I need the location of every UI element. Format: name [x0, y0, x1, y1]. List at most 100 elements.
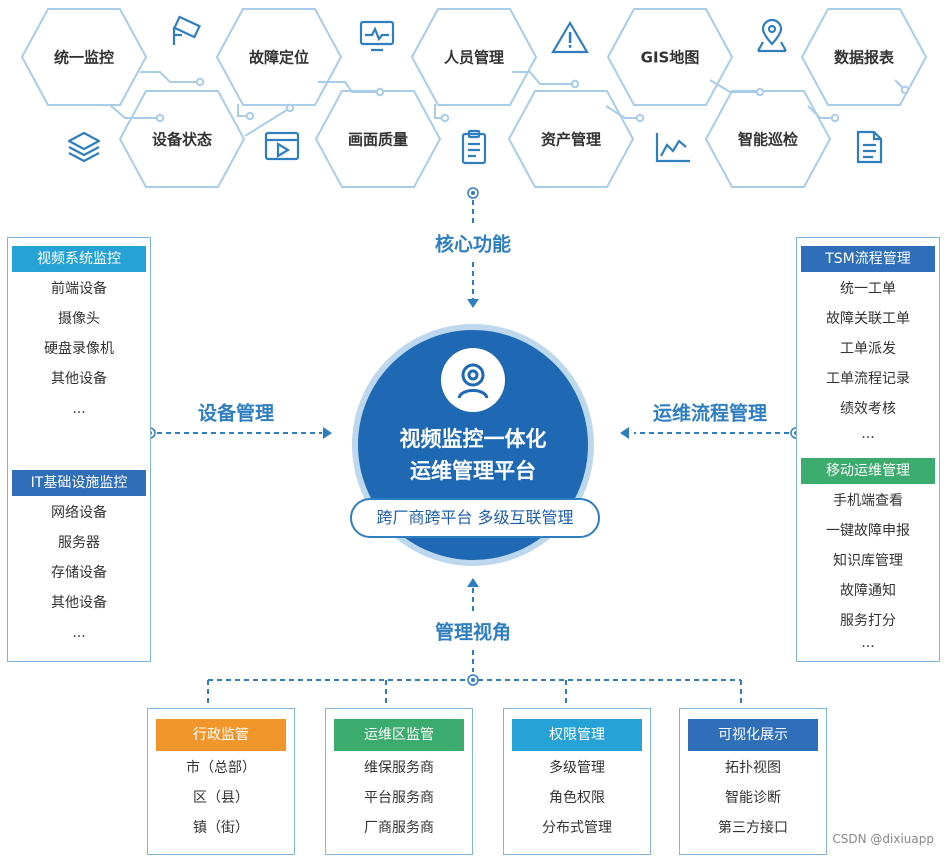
list-item[interactable]: 网络设备 [51, 505, 107, 521]
mobile-ops-group: 移动运维管理 手机端查看 一键故障申报 知识库管理 故障通知 服务打分 ... [801, 458, 935, 656]
list-item[interactable]: 存储设备 [51, 565, 107, 581]
management-view-label: 管理视角 [434, 621, 512, 644]
list-item[interactable]: 故障通知 [840, 583, 896, 599]
connector-line [244, 107, 291, 137]
list-item[interactable]: 绩效考核 [840, 401, 896, 417]
connector-line [318, 81, 380, 93]
list-item[interactable]: 工单派发 [840, 341, 896, 357]
platform-title-line2: 运维管理平台 [410, 459, 536, 483]
monitor-icon [359, 20, 395, 52]
ops-process-label: 运维流程管理 [652, 402, 768, 425]
layers-icon [67, 131, 101, 163]
list-item[interactable]: 其他设备 [51, 371, 107, 387]
core-functions-label: 核心功能 [434, 233, 512, 256]
list-item[interactable]: 故障关联工单 [826, 311, 910, 327]
connector-node [755, 87, 765, 97]
clipboard-icon [461, 129, 487, 165]
visualization-box: 可视化展示 拓扑视图 智能诊断 第三方接口 [679, 708, 827, 855]
hexagon [118, 90, 246, 188]
list-item[interactable]: 区（县） [193, 790, 249, 806]
hexagon [507, 90, 635, 188]
hex-label-gis-map[interactable]: GIS地图 [640, 48, 700, 67]
connector-line [109, 104, 160, 119]
list-item[interactable]: 拓扑视图 [725, 760, 781, 776]
ops-zone-supervision-header[interactable]: 运维区监管 [334, 719, 464, 751]
connector-node [285, 103, 295, 113]
video-monitoring-group: 视频系统监控 前端设备 摄像头 硬盘录像机 其他设备 ... [12, 246, 146, 424]
location-pin-icon [757, 18, 787, 53]
permission-mgmt-header[interactable]: 权限管理 [512, 719, 642, 751]
connector-node [195, 77, 205, 87]
right-panel: TSM流程管理 统一工单 故障关联工单 工单派发 工单流程记录 绩效考核 ...… [796, 237, 940, 662]
hex-label-device-status[interactable]: 设备状态 [151, 130, 213, 149]
platform-title: 视频监控一体化 运维管理平台 [400, 423, 547, 487]
hex-label-data-report[interactable]: 数据报表 [833, 48, 895, 67]
list-item[interactable]: 智能诊断 [725, 790, 781, 806]
list-item[interactable]: 摄像头 [58, 311, 100, 327]
connector-line [605, 105, 640, 119]
it-infra-group: IT基础设施监控 网络设备 服务器 存储设备 其他设备 ... [12, 470, 146, 648]
device-management-label: 设备管理 [197, 402, 275, 425]
circuit-connectors [109, 71, 910, 137]
visualization-header[interactable]: 可视化展示 [688, 719, 818, 751]
list-item[interactable]: 厂商服务商 [364, 820, 434, 836]
webcam-user-icon [457, 363, 489, 399]
video-monitoring-header[interactable]: 视频系统监控 [12, 246, 146, 272]
tsm-process-header[interactable]: TSM流程管理 [801, 246, 935, 272]
list-item[interactable]: 服务打分 [840, 613, 896, 629]
list-item[interactable]: 硬盘录像机 [44, 341, 114, 357]
left-panel: 视频系统监控 前端设备 摄像头 硬盘录像机 其他设备 ... IT基础设施监控 … [7, 237, 151, 662]
list-item[interactable]: 第三方接口 [718, 820, 788, 836]
connector-line [709, 79, 760, 93]
document-icon [856, 130, 883, 164]
connector-node [375, 87, 385, 97]
warning-icon [551, 20, 589, 54]
video-player-icon [264, 131, 300, 161]
admin-supervision-header[interactable]: 行政监管 [156, 719, 286, 751]
it-infra-header[interactable]: IT基础设施监控 [12, 470, 146, 496]
hex-label-fault-location[interactable]: 故障定位 [248, 48, 310, 67]
list-item[interactable]: 一键故障申报 [826, 523, 910, 539]
connector-node [440, 113, 450, 123]
list-item[interactable]: 市（总部） [186, 760, 256, 776]
ops-zone-supervision-box: 运维区监管 维保服务商 平台服务商 厂商服务商 [325, 708, 473, 855]
connector-node [570, 79, 580, 89]
connector-line [140, 71, 200, 83]
list-item[interactable]: 其他设备 [51, 595, 107, 611]
list-item[interactable]: 手机端查看 [833, 493, 903, 509]
list-item: ... [72, 625, 86, 641]
list-item[interactable]: 角色权限 [549, 790, 605, 806]
list-item[interactable]: 平台服务商 [364, 790, 434, 806]
camera-icon [172, 15, 201, 45]
list-item: ... [861, 635, 875, 651]
hexagon [606, 8, 734, 106]
list-item[interactable]: 工单流程记录 [826, 371, 910, 387]
core-source-node-dot [471, 191, 475, 195]
hexagon [410, 8, 538, 106]
hexagon [20, 8, 148, 106]
hex-label-asset-mgmt[interactable]: 资产管理 [540, 130, 602, 149]
connector-node [900, 85, 910, 95]
mgmt-arrow-head [467, 578, 479, 587]
hex-label-personnel[interactable]: 人员管理 [443, 48, 505, 67]
platform-subtitle-pill: 跨厂商跨平台 多级互联管理 [350, 498, 600, 538]
list-item[interactable]: 服务器 [58, 535, 100, 551]
list-item[interactable]: 前端设备 [51, 281, 107, 297]
tsm-process-group: TSM流程管理 统一工单 故障关联工单 工单派发 工单流程记录 绩效考核 ... [801, 246, 935, 448]
list-item[interactable]: 维保服务商 [364, 760, 434, 776]
hex-label-image-quality[interactable]: 画面质量 [347, 130, 409, 149]
hex-label-unified-monitoring[interactable]: 统一监控 [53, 48, 115, 67]
list-item[interactable]: 多级管理 [549, 760, 605, 776]
device-arrow-head [323, 427, 332, 439]
line-chart-icon [655, 133, 690, 163]
list-item[interactable]: 知识库管理 [833, 553, 903, 569]
mobile-ops-header[interactable]: 移动运维管理 [801, 458, 935, 484]
connector-node [245, 111, 255, 121]
list-item[interactable]: 统一工单 [840, 281, 896, 297]
list-item: ... [72, 401, 86, 417]
connector-node [155, 113, 165, 123]
list-item[interactable]: 镇（街） [193, 820, 249, 836]
list-item[interactable]: 分布式管理 [542, 820, 612, 836]
permission-mgmt-box: 权限管理 多级管理 角色权限 分布式管理 [503, 708, 651, 855]
hex-label-smart-patrol[interactable]: 智能巡检 [737, 130, 799, 149]
